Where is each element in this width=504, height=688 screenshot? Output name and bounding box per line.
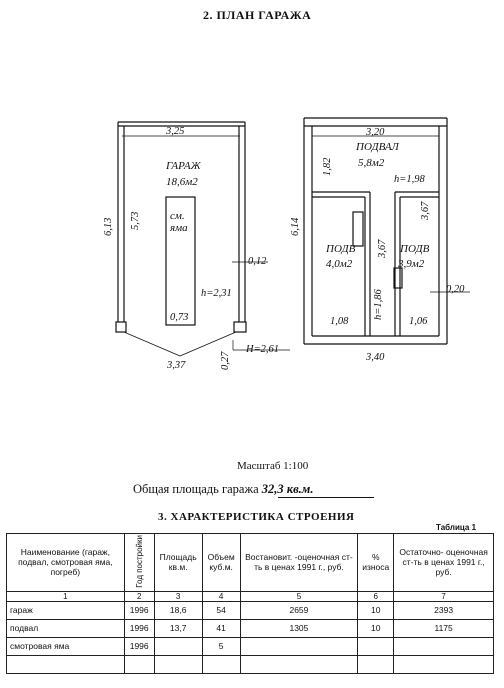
table-row bbox=[6, 654, 494, 674]
basement-left-width: 1,08 bbox=[330, 316, 349, 327]
table-cell: 1175 bbox=[393, 618, 494, 638]
header-name: Наименование (гараж, подвал, смотровая я… bbox=[6, 533, 125, 592]
table-cell bbox=[393, 654, 494, 674]
basement-wall-thickness: 0,20 bbox=[446, 284, 465, 295]
table-cell: подвал bbox=[6, 618, 125, 638]
basement-outer-height: 6,14 bbox=[290, 217, 301, 236]
garage-top-width: 3,25 bbox=[166, 126, 185, 137]
table-row: смотровая яма 1996 5 bbox=[6, 636, 494, 656]
pit-label-line-2: яма bbox=[170, 222, 188, 234]
table-cell: 1 bbox=[6, 590, 125, 602]
left-sub-basement-area: 4,0м2 bbox=[326, 258, 353, 270]
header-residual-cost: Остаточно- оценочная ст-ть в ценах 1991 … bbox=[393, 533, 494, 592]
table-cell bbox=[153, 636, 203, 656]
header-area: Площадь кв.м. bbox=[153, 533, 203, 592]
table-cell: 5 bbox=[201, 636, 241, 656]
table-cell: 1996 bbox=[123, 636, 155, 656]
pit-label-line-1: см. bbox=[170, 210, 185, 222]
basement-room-name: ПОДВАЛ bbox=[356, 141, 399, 153]
header-wear: % износа bbox=[357, 533, 395, 592]
table-cell: 18,6 bbox=[153, 600, 203, 620]
garage-room-area: 18,6м2 bbox=[166, 176, 198, 188]
table-cell bbox=[393, 636, 494, 656]
header-replacement-cost: Востановит. -оценочная ст-ть в ценах 199… bbox=[239, 533, 359, 592]
table-cell: 1305 bbox=[239, 618, 359, 638]
area-underline bbox=[278, 497, 374, 498]
garage-bottom-width: 3,37 bbox=[167, 360, 186, 371]
table-cell bbox=[239, 636, 359, 656]
table-cell: смотровая яма bbox=[6, 636, 125, 656]
table-cell bbox=[239, 654, 359, 674]
table-number-row: 1 2 3 4 5 6 7 bbox=[6, 590, 494, 602]
garage-step: 0,27 bbox=[220, 351, 231, 370]
table-cell: 54 bbox=[201, 600, 241, 620]
floor-plan-drawing bbox=[115, 117, 470, 357]
basement-mid-dim: 3,67 bbox=[377, 239, 388, 258]
garage-height-H: H=2,61 bbox=[246, 344, 280, 355]
left-sub-basement-name: ПОДВ bbox=[326, 243, 356, 255]
table-row: подвал 1996 13,7 41 1305 10 1175 bbox=[6, 618, 494, 638]
table-cell: 10 bbox=[357, 618, 395, 638]
table-cell bbox=[153, 654, 203, 674]
section-title: 3. ХАРАКТЕРИСТИКА СТРОЕНИЯ bbox=[158, 511, 355, 523]
table-cell bbox=[123, 654, 155, 674]
basement-room-area: 5,8м2 bbox=[358, 157, 385, 169]
table-cell: 13,7 bbox=[153, 618, 203, 638]
table-cell: 6 bbox=[357, 590, 395, 602]
table-cell: 2659 bbox=[239, 600, 359, 620]
garage-wall-thickness: 0,12 bbox=[248, 256, 267, 267]
plan-title: 2. ПЛАН ГАРАЖА bbox=[203, 8, 312, 22]
right-sub-basement-name: ПОДВ bbox=[400, 243, 430, 255]
total-area-value: 32,3 кв.м. bbox=[261, 482, 314, 496]
scale-text: Масштаб 1:100 bbox=[237, 460, 309, 472]
pit-width: 0,73 bbox=[170, 312, 189, 323]
basement-left-dim: 1,82 bbox=[322, 157, 333, 176]
garage-outer-height: 6,13 bbox=[103, 217, 114, 236]
basement-right-width: 1,06 bbox=[409, 316, 428, 327]
table-cell: 3 bbox=[153, 590, 203, 602]
table-label: Таблица 1 bbox=[436, 523, 477, 532]
table-cell bbox=[357, 654, 395, 674]
basement-height-h1: h=1,98 bbox=[394, 174, 425, 185]
garage-height-h: h=2,31 bbox=[201, 288, 232, 299]
basement-height-h2: h=1,86 bbox=[373, 289, 384, 320]
table-cell bbox=[6, 654, 125, 674]
characteristics-table: Наименование (гараж, подвал, смотровая я… bbox=[6, 533, 494, 674]
total-area-line: Общая площадь гаража 32,3 кв.м. bbox=[133, 482, 314, 497]
right-sub-basement-area: 3,9м2 bbox=[398, 258, 425, 270]
table-cell: 4 bbox=[201, 590, 241, 602]
table-cell: гараж bbox=[6, 600, 125, 620]
table-cell: 41 bbox=[201, 618, 241, 638]
garage-inner-height: 5,73 bbox=[130, 211, 141, 230]
table-row: гараж 1996 18,6 54 2659 10 2393 bbox=[6, 600, 494, 620]
basement-right-dim: 3,67 bbox=[420, 201, 431, 220]
total-area-label: Общая площадь гаража bbox=[133, 482, 259, 496]
header-volume: Объем куб.м. bbox=[201, 533, 241, 592]
table-cell: 5 bbox=[239, 590, 359, 602]
header-year: Год постройки bbox=[123, 533, 155, 592]
basement-bottom-width: 3,40 bbox=[366, 352, 385, 363]
table-cell: 1996 bbox=[123, 600, 155, 620]
garage-room-name: ГАРАЖ bbox=[166, 160, 201, 172]
table-cell: 2 bbox=[123, 590, 155, 602]
table-cell: 10 bbox=[357, 600, 395, 620]
table-cell bbox=[357, 636, 395, 656]
table-cell: 7 bbox=[393, 590, 494, 602]
table-cell bbox=[201, 654, 241, 674]
table-cell: 1996 bbox=[123, 618, 155, 638]
table-cell: 2393 bbox=[393, 600, 494, 620]
basement-top-width: 3,20 bbox=[366, 127, 385, 138]
table-header-row: Наименование (гараж, подвал, смотровая я… bbox=[6, 533, 494, 592]
